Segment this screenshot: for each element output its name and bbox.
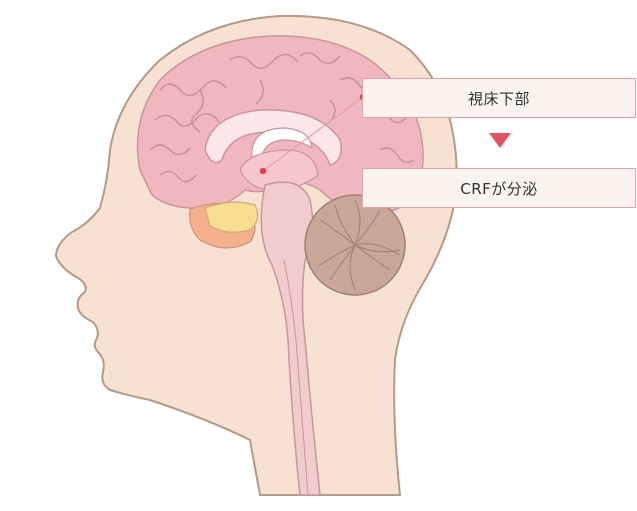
hypothalamus-label-text: 視床下部 bbox=[467, 89, 530, 108]
corpus-callosum bbox=[204, 109, 342, 166]
down-triangle-arrow-icon bbox=[489, 133, 511, 148]
cerebellum-folds bbox=[319, 199, 401, 291]
eye-region-yellow bbox=[204, 201, 259, 233]
hypothalamus-label: 視床下部 bbox=[362, 78, 636, 118]
crf-secretion-label: CRFが分泌 bbox=[362, 168, 636, 208]
hypothalamus-marker bbox=[259, 167, 267, 175]
spinal-cord-core bbox=[283, 259, 309, 496]
connector-line bbox=[262, 96, 364, 172]
crf-secretion-label-text: CRFが分泌 bbox=[460, 179, 538, 198]
thalamus-area bbox=[239, 149, 319, 191]
